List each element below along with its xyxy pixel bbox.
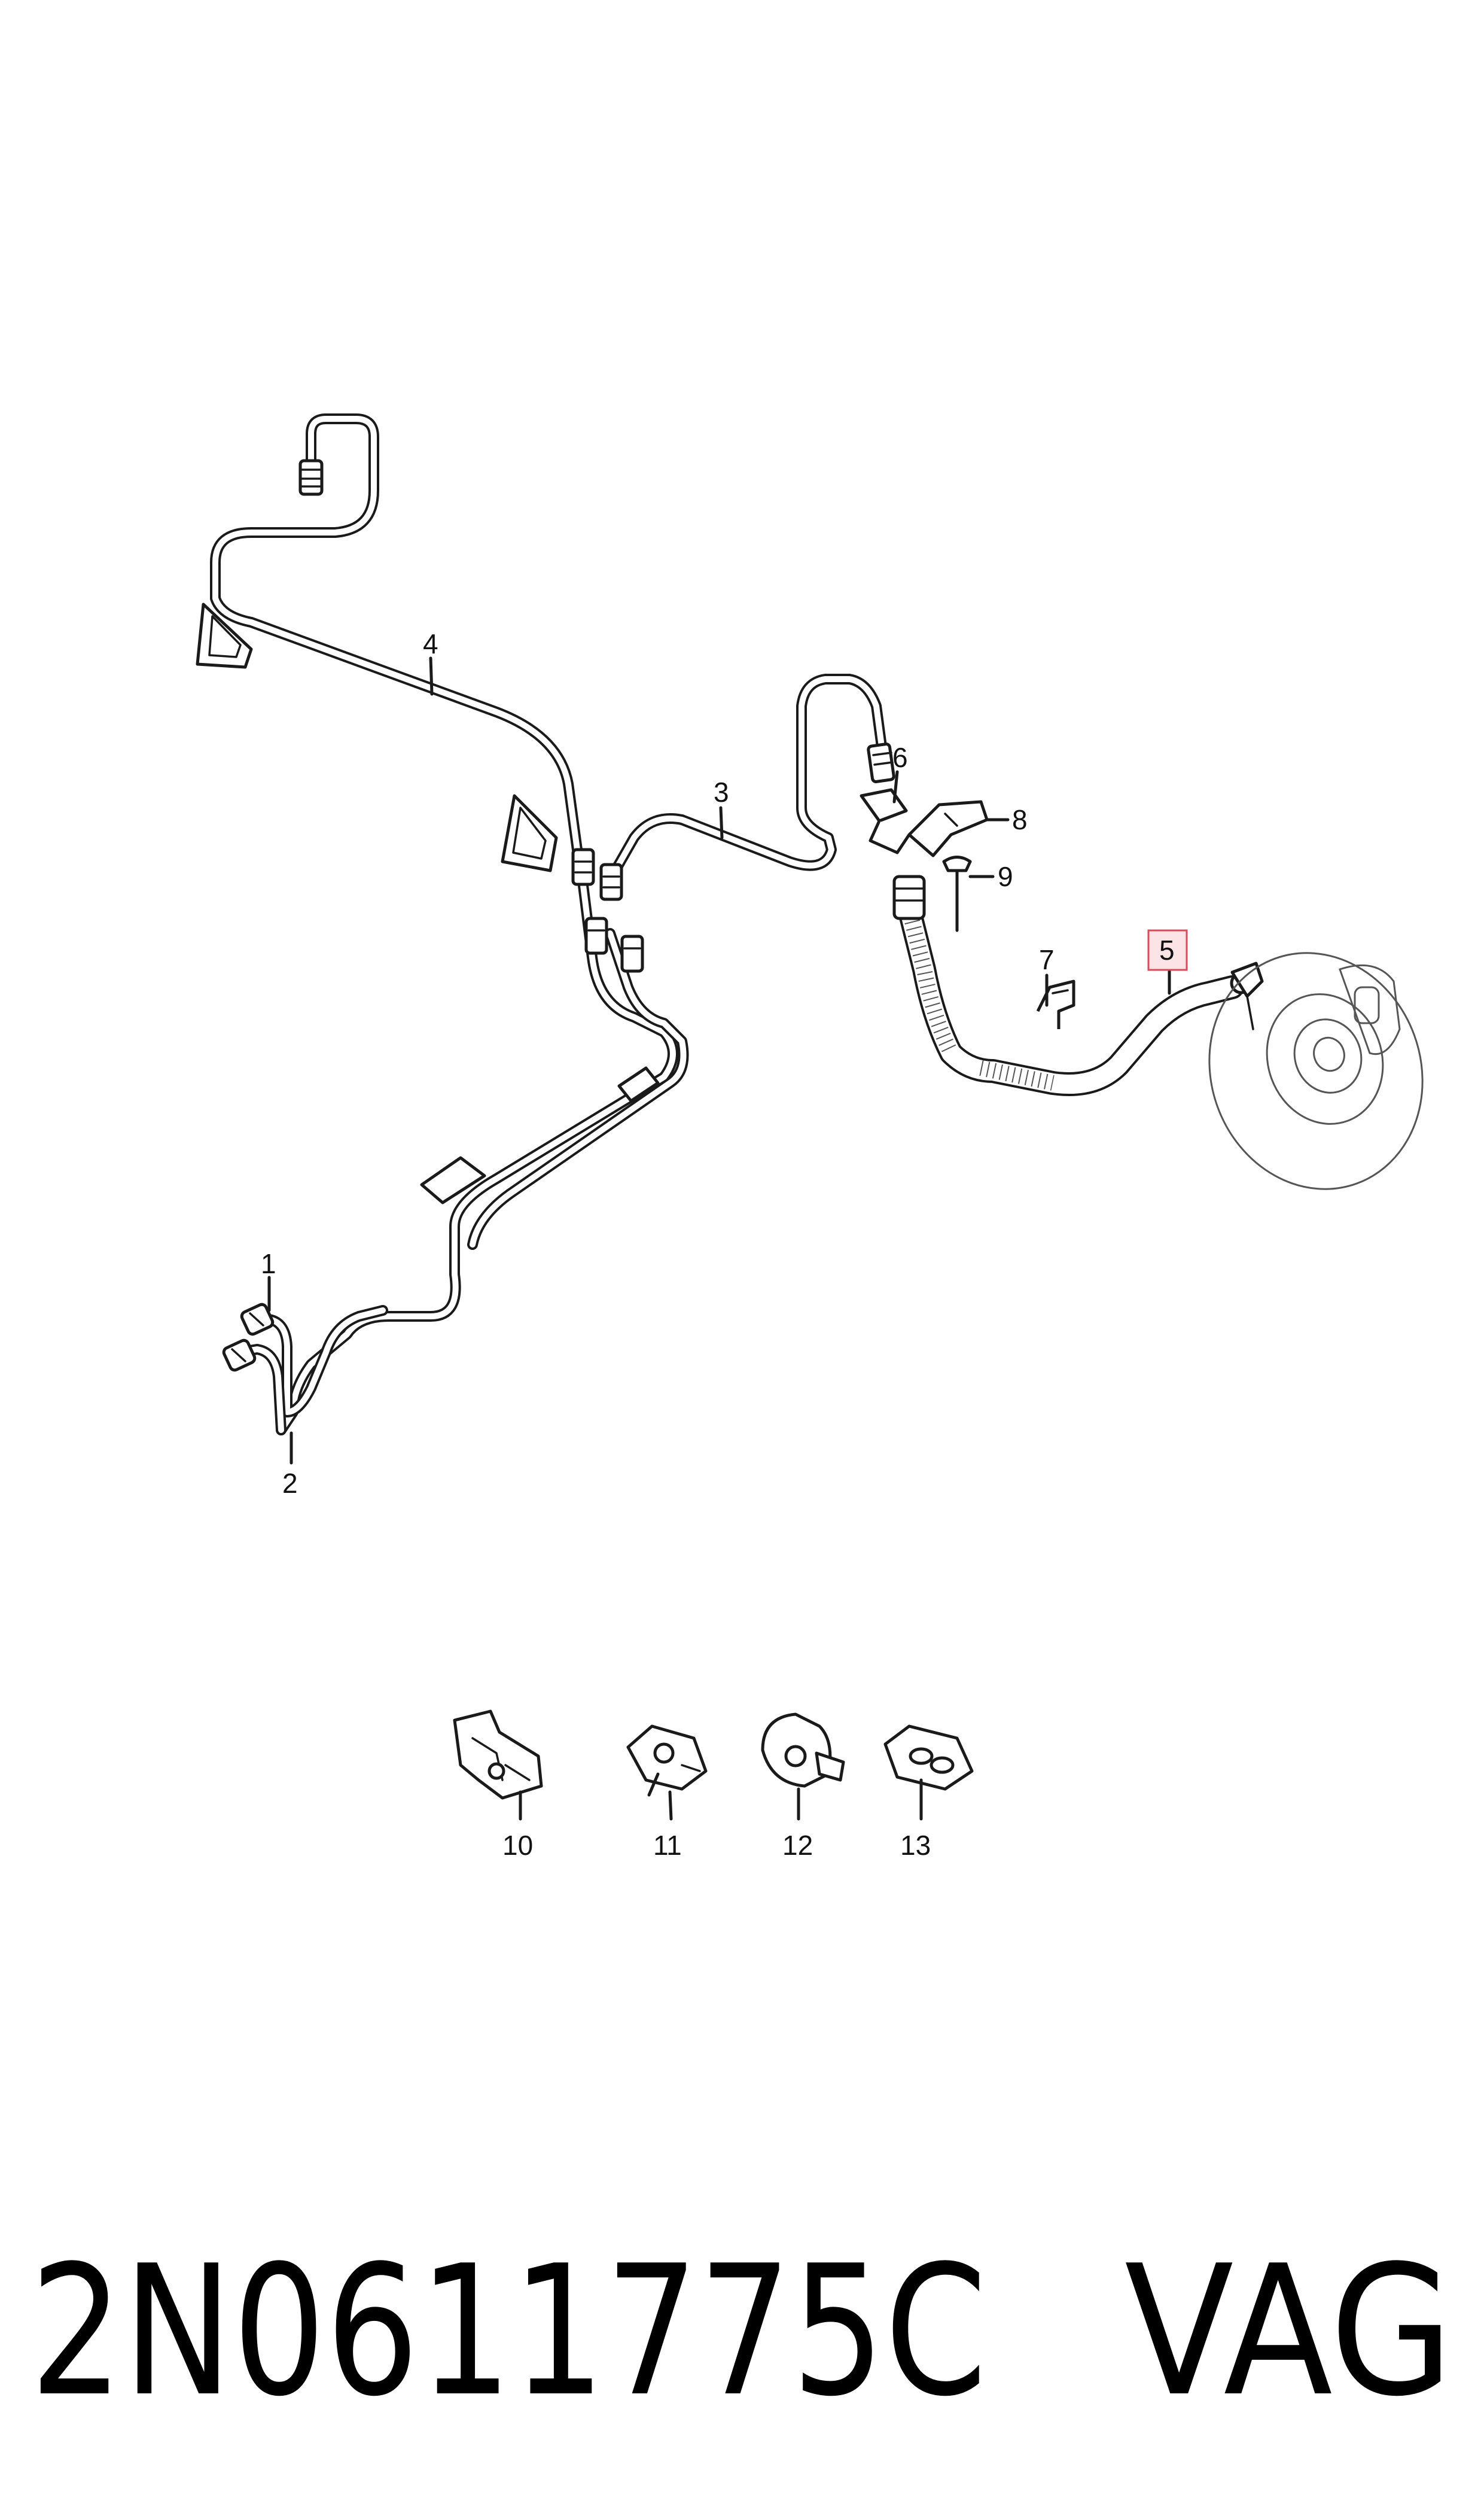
bracket-6 — [860, 788, 911, 854]
callout-8: 8 — [1012, 804, 1028, 835]
callout-1: 1 — [261, 1248, 276, 1279]
callout-labels: 1 2 3 4 5 6 7 8 9 10 11 12 13 — [261, 628, 1175, 1861]
clip-10 — [453, 1709, 543, 1800]
callout-2: 2 — [282, 1468, 298, 1499]
clip-11 — [626, 1724, 708, 1797]
brake-hose-5 — [892, 875, 1264, 1096]
clip-13 — [883, 1724, 974, 1791]
clip-7 — [1036, 979, 1075, 1029]
leader-lines — [267, 656, 1171, 1821]
callout-3: 3 — [714, 777, 729, 808]
clip-12 — [761, 1712, 845, 1788]
callout-9: 9 — [998, 861, 1013, 892]
callout-10: 10 — [502, 1830, 533, 1861]
brake-line-bundle — [276, 848, 689, 1435]
bracket-8 — [907, 800, 989, 857]
part-number: 2N0611775C — [30, 2227, 987, 2436]
brake-lines-1-2 — [222, 1303, 388, 1435]
callout-13: 13 — [900, 1830, 931, 1861]
callout-5-highlight — [1147, 929, 1188, 971]
callout-7: 7 — [1039, 944, 1055, 975]
brake-line-4 — [196, 413, 583, 855]
callout-5: 5 — [1159, 935, 1175, 966]
rivet-9 — [942, 856, 972, 932]
brake-disc — [1208, 952, 1424, 1190]
brake-line-3 — [501, 674, 895, 885]
callout-6: 6 — [892, 742, 908, 773]
callout-12: 12 — [782, 1830, 813, 1861]
brand-name: VAG — [1125, 2227, 1453, 2436]
callout-4: 4 — [423, 628, 438, 659]
callout-11: 11 — [653, 1830, 682, 1861]
